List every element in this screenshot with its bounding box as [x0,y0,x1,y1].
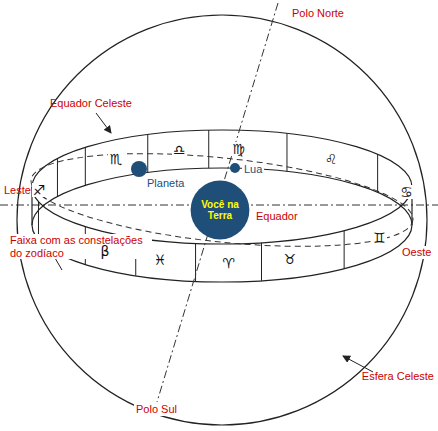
direction-label: Leste [4,184,31,197]
zodiac-symbol: ♋ [399,185,414,199]
equator-label: Equador Celeste [50,97,132,110]
direction-label: Oeste [400,246,433,259]
pole-label: Polo Norte [292,7,344,20]
sphere-label: Esfera Celeste [362,370,434,383]
zodiac-band-label: Faixa com as constelações do zodíaco [8,234,152,259]
zodiac-symbol: ♈ [221,256,236,270]
zodiac-symbol: ♉ [283,252,298,266]
zodiac-symbol: ♍ [231,142,246,156]
zodiac-symbol: ♐ [32,183,47,197]
zodiac-symbol: ♎ [172,143,187,157]
band-divider [261,243,262,281]
zodiac-symbol: ♓ [153,253,168,267]
band-divider [57,159,58,197]
band-divider [85,147,86,185]
band-divider [377,154,378,192]
band-divider [208,130,209,168]
pole-label: Polo Sul [134,403,179,416]
zodiac-symbol: ♊ [372,231,387,245]
band-divider [344,231,345,269]
planet-label: Planeta [145,177,186,190]
band-divider [286,133,287,171]
earth-circle: Você na Terra [190,180,250,240]
zodiac-symbol: ♏ [108,152,123,166]
moon-label: Lua [242,163,264,176]
zodiac-symbol: ♌ [324,152,339,166]
equator-label: Equador [254,210,300,223]
node-text: Você na Terra [197,199,244,221]
zodiac-symbol: β [100,244,111,258]
